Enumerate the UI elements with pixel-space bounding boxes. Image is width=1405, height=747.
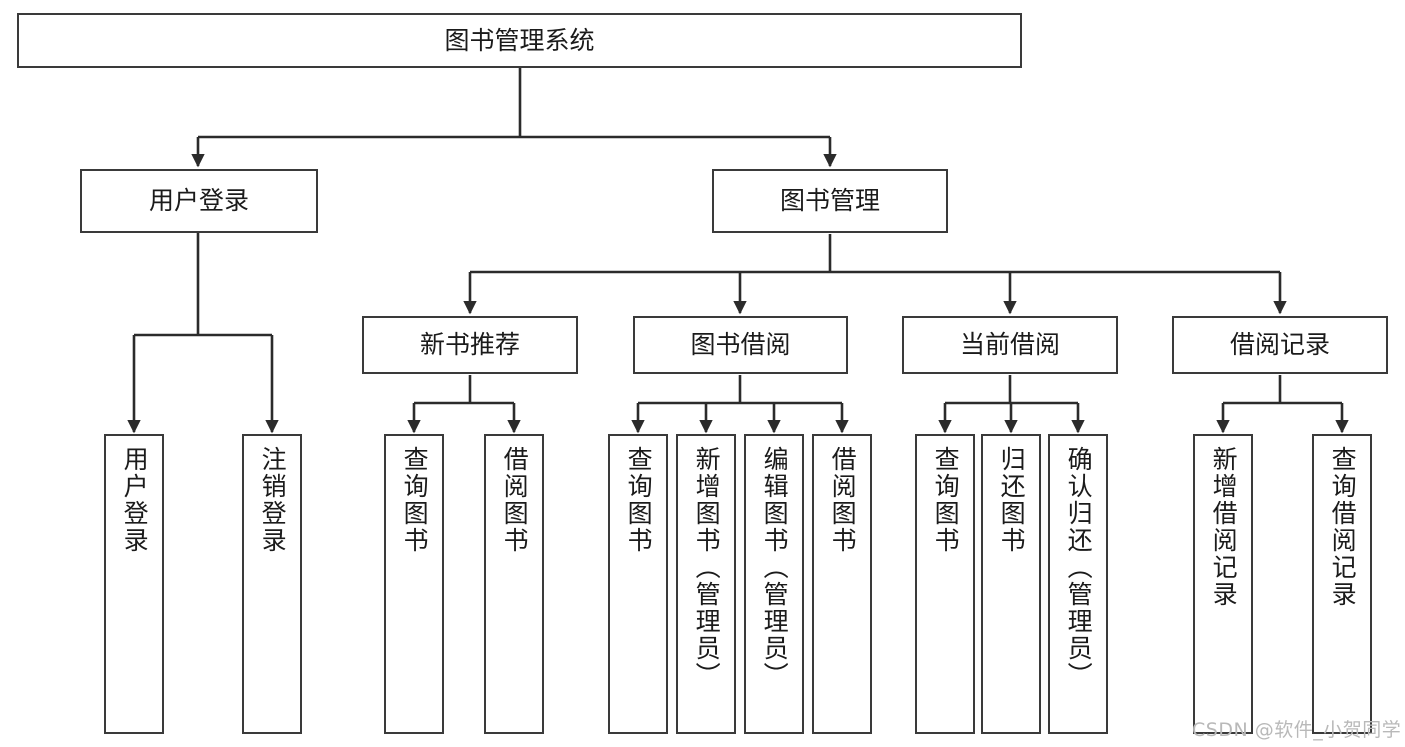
leaf-query-book-recommendation[interactable]: 查询图书 [384,434,444,734]
leaf-user-login[interactable]: 用户登录 [104,434,164,734]
leaf-edit-book-admin[interactable]: 编辑图书（管理员） [744,434,804,734]
node-label: 编辑图书（管理员） [760,446,790,689]
node-label: 当前借阅 [959,330,1060,360]
node-label: 新增图书（管理员） [692,446,722,689]
leaf-borrow-book-recommendation[interactable]: 借阅图书 [484,434,544,734]
node-book-management[interactable]: 图书管理 [712,169,948,233]
node-label: 用户登录 [120,446,150,554]
csdn-watermark: CSDN @软件_小贺同学 [1192,719,1402,741]
node-label: 借阅图书 [500,446,530,554]
leaf-query-book-borrowing[interactable]: 查询图书 [608,434,668,734]
node-label: 查询借阅记录 [1328,446,1358,608]
leaf-logout-login[interactable]: 注销登录 [242,434,302,734]
leaf-return-book[interactable]: 归还图书 [981,434,1041,734]
node-label: 归还图书 [997,446,1027,554]
node-label: 新增借阅记录 [1209,446,1239,608]
node-label: 图书借阅 [690,330,791,360]
node-label: 查询图书 [624,446,654,554]
node-label: 查询图书 [931,446,961,554]
node-label: 新书推荐 [419,330,520,360]
node-label: 图书管理系统 [444,25,595,55]
node-label: 查询图书 [400,446,430,554]
node-label: 用户登录 [148,186,249,216]
leaf-query-borrow-record[interactable]: 查询借阅记录 [1312,434,1372,734]
node-current-borrowing[interactable]: 当前借阅 [902,316,1118,374]
leaf-add-book-admin[interactable]: 新增图书（管理员） [676,434,736,734]
node-user-login[interactable]: 用户登录 [80,169,318,233]
node-label: 借阅图书 [828,446,858,554]
node-label: 确认归还（管理员） [1064,446,1094,689]
node-root-book-management-system[interactable]: 图书管理系统 [17,13,1022,68]
leaf-confirm-return-admin[interactable]: 确认归还（管理员） [1048,434,1108,734]
leaf-add-borrow-record[interactable]: 新增借阅记录 [1193,434,1253,734]
node-new-book-recommendation[interactable]: 新书推荐 [362,316,578,374]
leaf-borrow-book-borrowing[interactable]: 借阅图书 [812,434,872,734]
node-label: 借阅记录 [1229,330,1330,360]
node-label: 图书管理 [779,186,880,216]
node-book-borrowing[interactable]: 图书借阅 [633,316,848,374]
node-borrowing-records[interactable]: 借阅记录 [1172,316,1388,374]
leaf-query-book-current[interactable]: 查询图书 [915,434,975,734]
node-label: 注销登录 [258,446,288,554]
